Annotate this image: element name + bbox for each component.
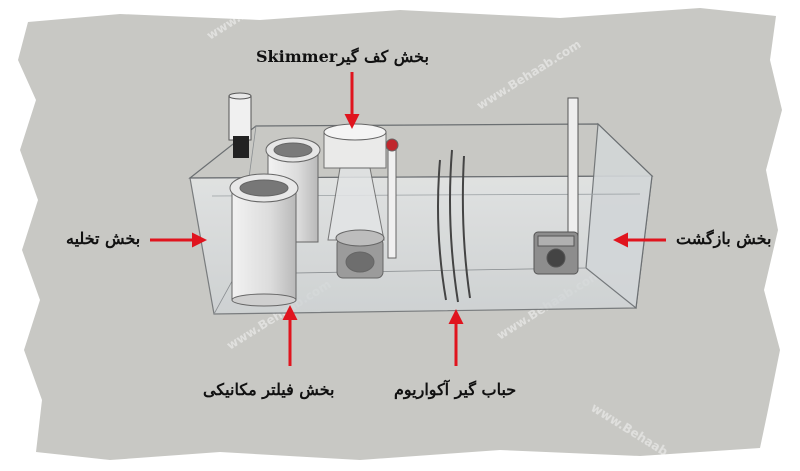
label-bubble-trap: حباب گیر آکواریوم xyxy=(394,380,517,399)
label-drain: بخش تخلیه xyxy=(66,229,141,248)
tank-right xyxy=(585,122,653,310)
label-skimmer: بخش کف گیرSkimmer xyxy=(256,47,429,66)
return-pump-icon xyxy=(533,97,579,275)
label-mechanical-filter: بخش فیلتر مکانیکی xyxy=(203,380,335,399)
bubble-trap-baffle-icon xyxy=(437,149,471,303)
filter-sock-icon xyxy=(229,137,321,307)
label-return: بخش بازگشت xyxy=(676,229,772,248)
drain-pipe xyxy=(228,92,252,158)
red-arrow-icon xyxy=(150,72,666,366)
protein-skimmer-icon xyxy=(323,123,399,279)
